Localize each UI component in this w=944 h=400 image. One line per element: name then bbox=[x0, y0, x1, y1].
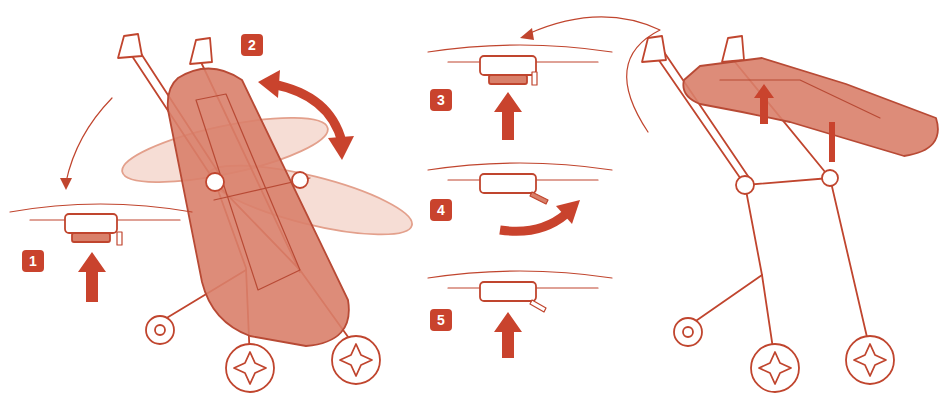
seat-detail bbox=[720, 80, 880, 118]
stroller-frame bbox=[745, 178, 870, 350]
button-tab bbox=[530, 300, 546, 312]
lift-arrow bbox=[754, 84, 774, 124]
button-tab bbox=[532, 72, 537, 85]
callout-number: 3 bbox=[430, 89, 452, 111]
hinge bbox=[822, 170, 838, 186]
turn-arrowhead bbox=[556, 200, 580, 224]
wheel-star bbox=[340, 344, 372, 376]
rotate-arrow bbox=[258, 70, 354, 160]
wheel-star bbox=[759, 352, 791, 384]
leader-arrowhead bbox=[520, 28, 534, 40]
button-press bbox=[489, 75, 527, 84]
handle-grip bbox=[642, 36, 666, 62]
callout-number: 5 bbox=[430, 309, 452, 331]
panel-curve bbox=[428, 163, 612, 170]
detail-panel bbox=[428, 163, 612, 231]
push-arrow bbox=[494, 312, 522, 358]
hinge bbox=[206, 173, 224, 191]
wheel bbox=[332, 336, 380, 384]
detail-panel bbox=[428, 45, 612, 140]
left-stroller bbox=[117, 34, 417, 392]
stroller-frame bbox=[690, 275, 762, 325]
handle-grip bbox=[118, 34, 142, 58]
release-button bbox=[65, 214, 117, 233]
wheel-star bbox=[854, 344, 886, 376]
wheel bbox=[226, 344, 274, 392]
seat-strut bbox=[829, 122, 835, 162]
wheel bbox=[146, 316, 174, 344]
push-arrow bbox=[494, 92, 522, 140]
callout-number: 2 bbox=[241, 34, 263, 56]
push-arrow bbox=[78, 252, 106, 302]
hinge bbox=[292, 172, 308, 188]
detail-panel bbox=[10, 98, 192, 302]
handle-grip bbox=[190, 38, 212, 64]
panel-curve bbox=[428, 45, 612, 52]
wheel bbox=[846, 336, 894, 384]
wheel bbox=[683, 327, 693, 337]
wheel bbox=[674, 318, 702, 346]
leader-line bbox=[528, 17, 660, 132]
wheel-star bbox=[234, 352, 266, 384]
wheel bbox=[751, 344, 799, 392]
right-stroller bbox=[642, 36, 938, 392]
button-press bbox=[72, 233, 110, 242]
wheel bbox=[155, 325, 165, 335]
detail-panel bbox=[428, 271, 612, 358]
handle-grip bbox=[722, 36, 744, 62]
button-tab bbox=[117, 232, 122, 245]
hinge bbox=[736, 176, 754, 194]
leader-line bbox=[66, 98, 112, 182]
release-button bbox=[480, 174, 536, 193]
release-button bbox=[480, 56, 536, 75]
panel-curve bbox=[10, 204, 192, 212]
button-tab bbox=[530, 192, 548, 204]
stroller-seat bbox=[683, 58, 938, 156]
stroller-seat bbox=[168, 68, 349, 346]
callout-number: 4 bbox=[430, 199, 452, 221]
callout-number: 1 bbox=[22, 250, 44, 272]
release-button bbox=[480, 282, 536, 301]
panel-curve bbox=[428, 271, 612, 278]
leader-arrowhead bbox=[60, 178, 72, 190]
turn-arrow bbox=[500, 214, 566, 231]
